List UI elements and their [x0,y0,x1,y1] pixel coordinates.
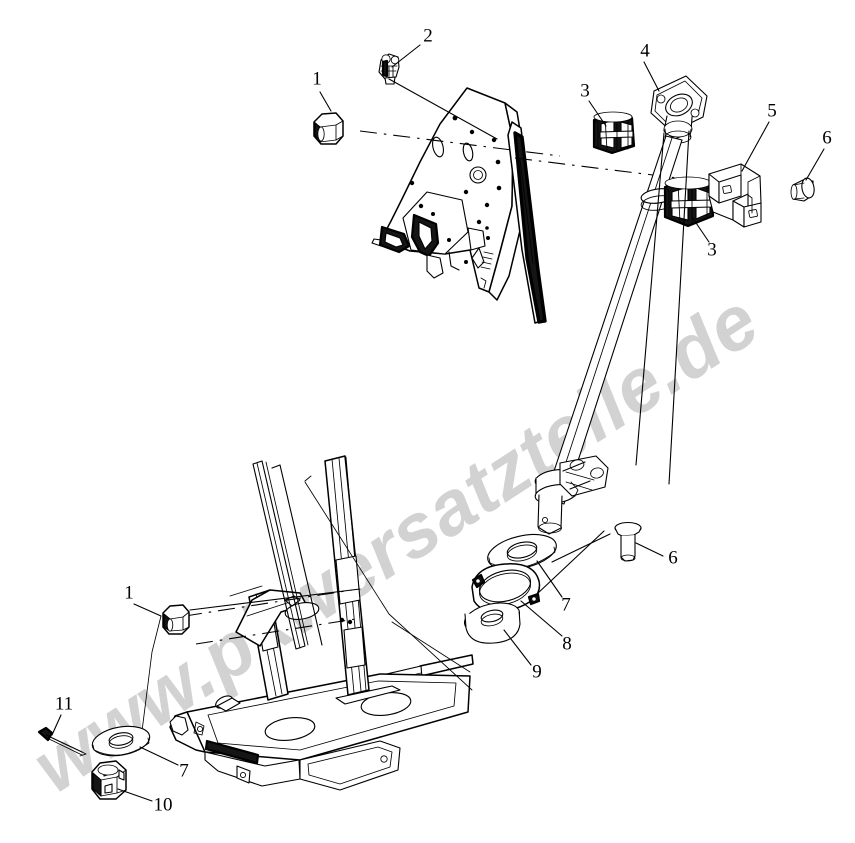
part-11-cotter-pin [37,726,87,757]
callout-number-1: 1 [124,582,134,603]
callout-number-6: 6 [668,547,678,568]
steering-column-shaft [534,135,683,535]
callout-number-7: 7 [179,760,189,781]
part-3-split-bushing-lower [663,176,715,228]
part-4-flange-bearing-plate [650,75,708,144]
callout-number-6: 6 [822,127,832,148]
callout-number-7: 7 [561,594,571,615]
part-1-hex-nut-lower [162,604,190,635]
callout-number-11: 11 [55,693,73,714]
part-2-clamp-fastener [378,53,400,85]
callout-number-8: 8 [562,633,572,654]
callout-number-1: 1 [312,68,322,89]
callout-leaders [51,44,825,802]
upper-frame-bracket [359,87,719,324]
lower-frame-assembly [139,455,474,791]
part-7-flat-washer-lower [91,725,151,757]
callout-number-3: 3 [580,80,590,101]
callout-number-5: 5 [767,100,777,121]
part-8-oval-gasket-plate [471,563,541,613]
callout-number-3: 3 [707,239,717,260]
part-9-rubber-grommet [463,602,521,644]
part-10-castle-nut [91,760,127,800]
callout-numbers: 1 2 3 4 5 6 3 6 7 8 9 1 11 7 10 [55,25,832,815]
callout-number-9: 9 [532,661,542,682]
part-6-flange-bolt-upper [790,177,815,202]
part-5-mounting-bracket [708,163,762,228]
part-6-flange-bolt-lower [614,521,642,562]
part-1-hex-nut-upper [313,112,344,145]
callout-number-2: 2 [423,25,433,46]
callout-number-4: 4 [640,40,650,61]
callout-number-10: 10 [154,794,173,815]
